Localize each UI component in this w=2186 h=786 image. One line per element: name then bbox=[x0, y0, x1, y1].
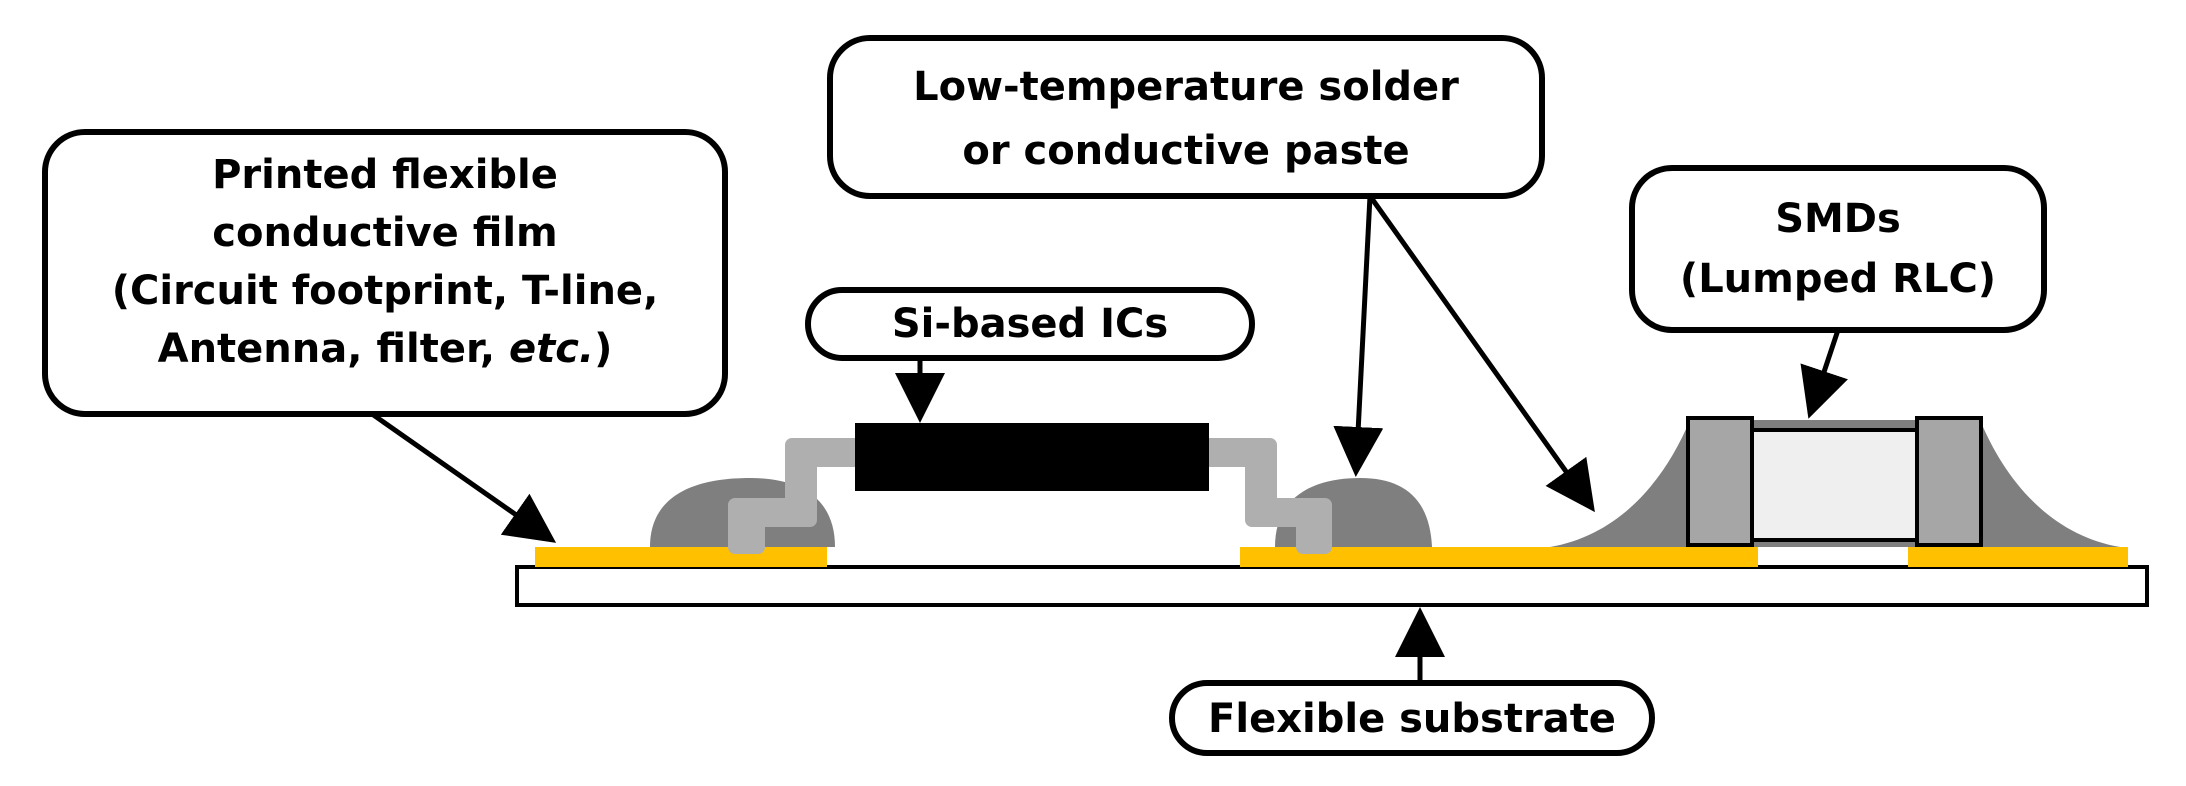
callout-solder-line-2: or conductive paste bbox=[962, 128, 1409, 174]
arrow-film bbox=[370, 411, 557, 543]
callout-solder-box bbox=[827, 35, 1545, 199]
smd-solder-fillet-left bbox=[1550, 420, 1700, 547]
film-trace-left bbox=[535, 547, 827, 567]
arrow-smds bbox=[1800, 329, 1848, 419]
callout-film-box bbox=[42, 129, 728, 417]
callout-smds: SMDs (Lumped RLC) bbox=[1629, 165, 2047, 333]
callout-film-line-3: (Circuit footprint, T-line, bbox=[112, 268, 659, 314]
callout-film-line-4-italic: etc. bbox=[509, 326, 594, 372]
arrow-solder-to-fillet bbox=[1367, 194, 1595, 513]
film-trace-right bbox=[1908, 547, 2128, 567]
arrow-solder-to-bump bbox=[1333, 195, 1384, 477]
callout-smds-line-2: (Lumped RLC) bbox=[1680, 256, 1996, 302]
callout-smds-line-1: SMDs bbox=[1775, 196, 1901, 242]
callout-substrate: Flexible substrate bbox=[1169, 680, 1655, 756]
callout-ics-label: Si-based ICs bbox=[892, 301, 1168, 347]
ic-lead-right bbox=[1203, 438, 1332, 554]
arrows bbox=[370, 194, 1848, 683]
callout-substrate-label: Flexible substrate bbox=[1208, 696, 1616, 742]
si-ic-body bbox=[855, 423, 1209, 491]
flexible-substrate bbox=[515, 565, 2149, 607]
callout-solder: Low-temperature solder or conductive pas… bbox=[827, 35, 1545, 199]
callout-film-line-2: conductive film bbox=[212, 210, 558, 256]
smd-body bbox=[1748, 428, 1922, 542]
smd-solder-fillet-right bbox=[1970, 420, 2120, 547]
conductive-film-traces bbox=[535, 547, 2128, 567]
callout-ics: Si-based ICs bbox=[805, 287, 1255, 361]
callout-film-line-4-close: ) bbox=[594, 326, 612, 372]
callout-ics-box bbox=[805, 287, 1255, 361]
smd-terminal-left bbox=[1686, 416, 1754, 547]
callout-film-line-4: Antenna, filter, etc.) bbox=[158, 326, 613, 372]
callout-solder-line-1: Low-temperature solder bbox=[913, 64, 1459, 110]
film-trace-middle bbox=[1240, 547, 1758, 567]
callout-smds-box bbox=[1629, 165, 2047, 333]
callout-film: Printed flexible conductive film (Circui… bbox=[42, 129, 728, 417]
smd-terminal-right bbox=[1915, 416, 1983, 547]
callout-film-line-1: Printed flexible bbox=[212, 152, 558, 198]
callout-substrate-box bbox=[1169, 680, 1655, 756]
callout-film-line-4-main: Antenna, filter, bbox=[158, 326, 509, 372]
